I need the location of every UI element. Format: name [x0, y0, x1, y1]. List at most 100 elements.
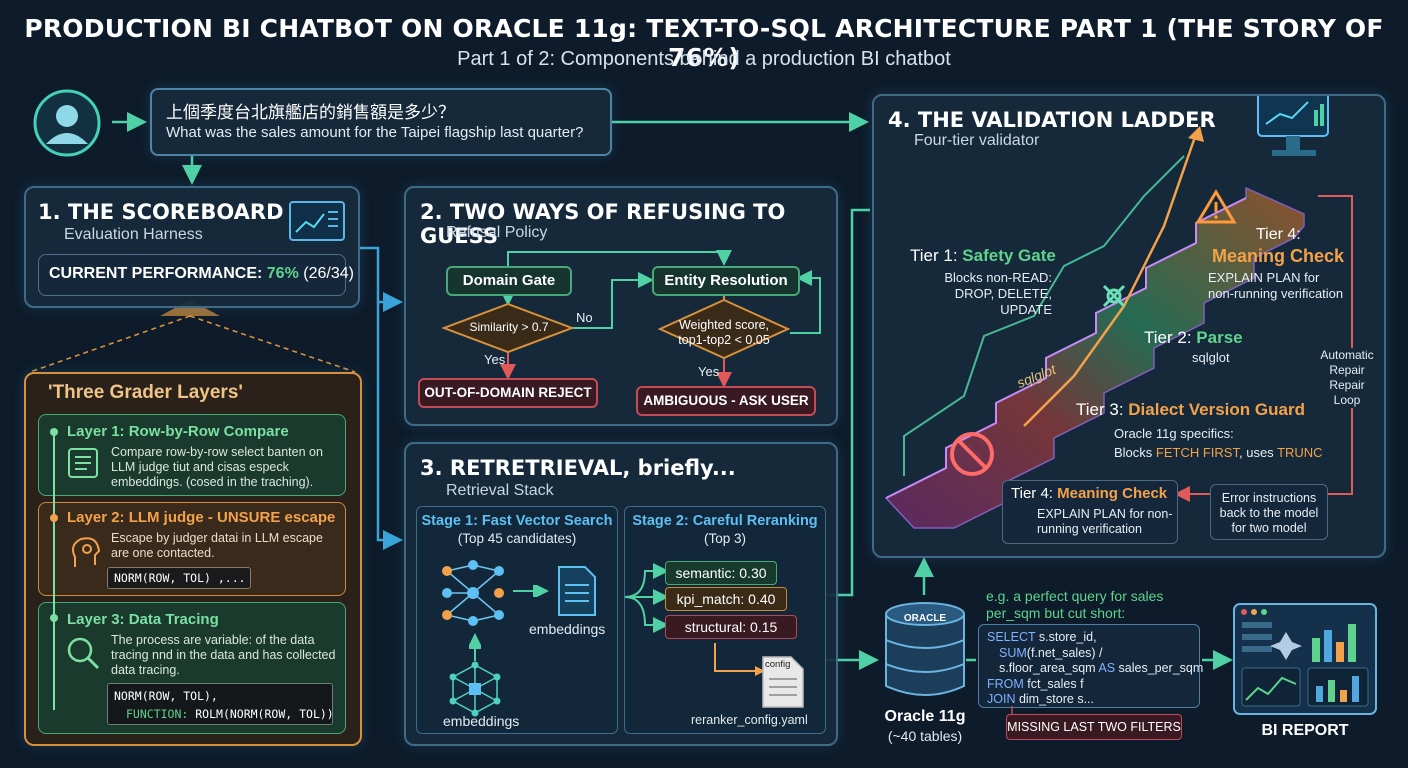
sql-code-box: SELECT s.store_id, SUM(f.net_sales) / s.… — [978, 624, 1203, 708]
tier4-top-desc: EXPLAIN PLAN for non-running verificatio… — [1208, 270, 1348, 302]
stage-1-box: Stage 1: Fast Vector Search (Top 45 cand… — [416, 506, 618, 734]
yes-label-1: Yes — [484, 352, 506, 367]
layer3-code-keyword: FUNCTION: — [126, 707, 189, 721]
sql-line4: fct_sales f — [1023, 676, 1084, 691]
weighted-line-2: top1-top2 < 0.05 — [678, 333, 770, 347]
tier4-top-desc-line2: non-running verification — [1208, 286, 1344, 301]
tier3-name: Dialect Version Guard — [1128, 400, 1305, 419]
sql-kw-as: AS — [1098, 661, 1116, 675]
tier3-desc-fetch: FETCH FIRST — [1155, 445, 1239, 460]
validation-ladder-panel: 4. THE VALIDATION LADDER Four-tier valid… — [872, 94, 1386, 558]
rerank-fan-lines — [625, 563, 669, 633]
refusal-title: 2. TWO WAYS OF REFUSING TO GUESS — [420, 200, 786, 248]
arrow-up-icon — [469, 633, 481, 661]
layer1-text: Compare row-by-row select banten on LLM … — [111, 445, 323, 489]
embeddings-label-2: embeddings — [443, 713, 520, 729]
repair-loop-label: Automatic Repair Repair Loop — [1316, 348, 1378, 408]
tier4-box-label: Tier 4: — [1011, 485, 1053, 502]
question-zh: 上個季度台北旗艦店的銷售額是多少？ — [166, 103, 455, 123]
layer3-code: NORM(ROW, TOL), FUNCTION: ROLM(NORM(ROW,… — [107, 683, 334, 725]
tier1-label: Tier 1: — [910, 246, 958, 265]
stage-2-box: Stage 2: Careful Reranking (Top 3) seman… — [624, 506, 826, 734]
layer2-text: Escape by judger datai in LLM escape are… — [111, 531, 323, 560]
oracle-database: ORACLE Oracle 11g (~40 tables) — [878, 600, 972, 750]
refusal-subtitle: Refusal Policy — [446, 224, 548, 241]
user-icon — [33, 89, 101, 157]
sql-caption-line1: e.g. a perfect query for sales — [986, 588, 1164, 604]
layer3-text: The process are variable: of the data tr… — [111, 633, 336, 677]
stage2-subtitle: (Top 3) — [703, 531, 747, 546]
sql-caption: e.g. a perfect query for sales per_sqm b… — [986, 588, 1163, 622]
yes-label-2: Yes — [698, 364, 720, 379]
oracle-tables: (~40 tables) — [887, 728, 963, 744]
grader-title: 'Three Grader Layers' — [48, 382, 243, 403]
question-en: What was the sales amount for the Taipei… — [166, 124, 584, 141]
weighted-label: Weighted score, top1-top2 < 0.05 — [662, 318, 786, 348]
tier3-label: Tier 3: — [1076, 400, 1124, 419]
retrieval-title: 3. RETRETRIEVAL, briefly... — [420, 456, 736, 480]
no-label: No — [576, 310, 593, 325]
entity-resolution-node: Entity Resolution — [652, 266, 800, 296]
error-line-3: for two model — [1231, 521, 1307, 535]
repair-line-2: Repair — [1329, 363, 1365, 377]
page-subtitle: Part 1 of 2: Components behind a product… — [457, 48, 951, 70]
tier4-box-desc-line1: EXPLAIN PLAN for non- — [1037, 507, 1173, 521]
monitor-chart-icon — [289, 201, 345, 241]
error-instructions-box: Error instructions back to the model for… — [1210, 484, 1328, 540]
error-line-2: back to the model — [1219, 506, 1319, 520]
head-thinking-icon — [72, 537, 101, 567]
ladder-subtitle: Four-tier validator — [914, 132, 1040, 149]
bi-report: BI REPORT — [1232, 602, 1378, 748]
error-line-1: Error instructions — [1221, 491, 1317, 505]
ambiguous-ask-user-node: AMBIGUOUS - ASK USER — [636, 386, 816, 416]
tier1-desc: Blocks non-READ: DROP, DELETE, UPDATE — [912, 270, 1052, 318]
repair-line-1: Automatic — [1320, 348, 1374, 362]
dashboard-icon — [1233, 603, 1377, 715]
performance-count: (26/34) — [303, 265, 354, 282]
tier4-box-desc-line2: running verification — [1037, 522, 1142, 536]
user-avatar — [32, 88, 102, 158]
missing-filters-badge: MISSING LAST TWO FILTERS — [1006, 714, 1182, 740]
tier4-top-name: Meaning Check — [1212, 246, 1345, 266]
embedding-network-icon — [449, 661, 501, 717]
checklist-icon — [68, 448, 98, 478]
grader-layers-panel: 'Three Grader Layers' Layer 1: Row-by-Ro… — [24, 372, 362, 746]
grader-layer-1: Layer 1: Row-by-Row Compare Compare row-… — [38, 414, 346, 496]
layer1-title: Layer 1: Row-by-Row Compare — [67, 423, 289, 440]
tier2-label: Tier 2: — [1144, 328, 1192, 347]
sql-line2: (f.net_sales) / — [1026, 645, 1103, 660]
oracle-logo: ORACLE — [903, 613, 947, 624]
scoreboard-subtitle: Evaluation Harness — [64, 226, 203, 243]
weighted-line-1: Weighted score, — [678, 318, 770, 332]
similarity-diamond — [441, 302, 575, 354]
tier4-top-label: Tier 4: — [1256, 226, 1301, 243]
out-of-domain-reject-node: OUT-OF-DOMAIN REJECT — [418, 378, 598, 408]
domain-gate-node: Domain Gate — [446, 266, 572, 296]
current-performance-badge: CURRENT PERFORMANCE: 76% (26/34) — [38, 254, 354, 296]
sql-kw-sum: SUM — [999, 645, 1027, 660]
bi-report-label: BI REPORT — [1261, 722, 1349, 739]
retrieval-stack-panel: 3. RETRETRIEVAL, briefly... Retrieval St… — [404, 442, 838, 746]
page-title: PRODUCTION BI CHATBOT ON ORACLE 11g: TEX… — [24, 14, 1384, 72]
embeddings-label-1: embeddings — [529, 621, 606, 637]
grader-layer-2: Layer 2: LLM judge - UNSURE escape Escap… — [38, 502, 346, 596]
tier1-desc-line1: Blocks non-READ: — [944, 270, 1052, 285]
tier1-name: Safety Gate — [962, 246, 1056, 265]
tier2-name: Parse — [1196, 328, 1243, 347]
refusal-flow-lines — [441, 250, 821, 388]
document-icon — [558, 566, 596, 616]
sql-caption-line2: per_sqm but cut short: — [986, 605, 1126, 621]
arrow-right-icon — [513, 585, 549, 597]
sql-kw-join: JOIN — [987, 692, 1016, 706]
config-filename: reranker_config.yaml — [691, 713, 808, 727]
tier3-desc-uses: , uses — [1238, 445, 1274, 460]
grader-layer-3: Layer 3: Data Tracing The process are va… — [38, 602, 346, 734]
sql-line3a: s.floor_area_sqm — [999, 661, 1099, 675]
sql-kw-select: SELECT — [987, 630, 1036, 644]
user-question-bubble: 上個季度台北旗艦店的銷售額是多少？ What was the sales amo… — [150, 88, 612, 156]
structural-score: structural: 0.15 — [665, 615, 797, 639]
refusal-policy-panel: 2. TWO WAYS OF REFUSING TO GUESS Refusal… — [404, 186, 838, 426]
stage1-title: Stage 1: Fast Vector Search — [421, 513, 613, 529]
scoreboard-title: 1. THE SCOREBOARD — [38, 200, 284, 224]
grader-timeline — [50, 428, 58, 710]
